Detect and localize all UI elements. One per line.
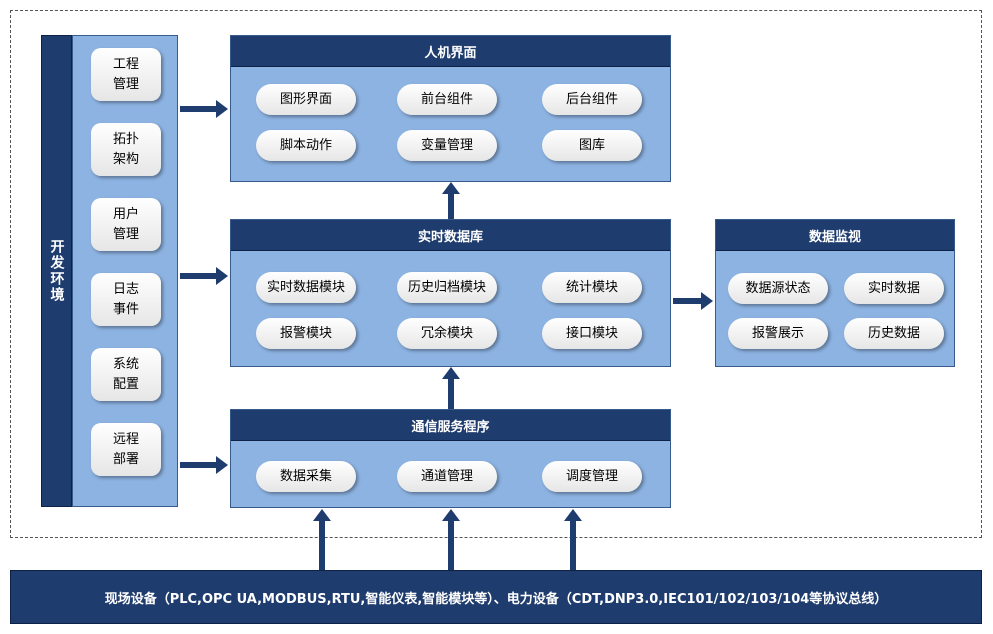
dev-env-title: 开发环境 xyxy=(41,35,72,507)
comm-title: 通信服务程序 xyxy=(231,410,670,441)
monitor-item-history[interactable]: 历史数据 xyxy=(844,318,944,349)
rtdb-item-alarm[interactable]: 报警模块 xyxy=(256,318,356,349)
hmi-panel: 人机界面 图形界面 前台组件 后台组件 脚本动作 变量管理 图库 xyxy=(230,35,671,182)
arrow-dev-to-comm xyxy=(180,456,228,474)
arrow-dev-to-hmi xyxy=(180,100,228,118)
comm-panel: 通信服务程序 数据采集 通道管理 调度管理 xyxy=(230,409,671,508)
comm-item-channel[interactable]: 通道管理 xyxy=(397,461,497,492)
arrow-dev-to-rtdb xyxy=(180,267,228,285)
arrow-comm-to-rtdb xyxy=(442,367,460,409)
dev-item-config[interactable]: 系统 配置 xyxy=(91,348,161,401)
hmi-item-graphics[interactable]: 图形界面 xyxy=(256,84,356,115)
system-boundary xyxy=(10,10,982,538)
arrow-rtdb-to-hmi xyxy=(442,182,460,219)
monitor-title: 数据监视 xyxy=(716,220,954,251)
hmi-title: 人机界面 xyxy=(231,36,670,67)
hmi-item-backend[interactable]: 后台组件 xyxy=(542,84,642,115)
rtdb-item-redundancy[interactable]: 冗余模块 xyxy=(397,318,497,349)
rtdb-item-interface[interactable]: 接口模块 xyxy=(542,318,642,349)
hmi-item-variables[interactable]: 变量管理 xyxy=(397,130,497,161)
dev-item-deploy[interactable]: 远程 部署 xyxy=(91,423,161,476)
monitor-item-realtime[interactable]: 实时数据 xyxy=(844,273,944,304)
hmi-item-library[interactable]: 图库 xyxy=(542,130,642,161)
arrow-field-to-comm-2 xyxy=(442,509,460,570)
rtdb-panel: 实时数据库 实时数据模块 历史归档模块 统计模块 报警模块 冗余模块 接口模块 xyxy=(230,219,671,367)
monitor-panel: 数据监视 数据源状态 实时数据 报警展示 历史数据 xyxy=(715,219,955,367)
monitor-item-source-status[interactable]: 数据源状态 xyxy=(728,273,828,304)
rtdb-item-archive[interactable]: 历史归档模块 xyxy=(397,272,497,303)
dev-item-project[interactable]: 工程 管理 xyxy=(91,48,161,101)
comm-item-scheduling[interactable]: 调度管理 xyxy=(542,461,642,492)
comm-item-acquisition[interactable]: 数据采集 xyxy=(256,461,356,492)
dev-env-panel: 工程 管理 拓扑 架构 用户 管理 日志 事件 系统 配置 远程 部署 xyxy=(72,35,178,507)
dev-item-log[interactable]: 日志 事件 xyxy=(91,273,161,326)
rtdb-item-statistics[interactable]: 统计模块 xyxy=(542,272,642,303)
dev-item-topology[interactable]: 拓扑 架构 xyxy=(91,123,161,176)
rtdb-title: 实时数据库 xyxy=(231,220,670,251)
arrow-rtdb-to-monitor xyxy=(673,292,713,310)
arrow-field-to-comm-3 xyxy=(564,509,582,570)
hmi-item-frontend[interactable]: 前台组件 xyxy=(397,84,497,115)
hmi-item-script[interactable]: 脚本动作 xyxy=(256,130,356,161)
field-devices-bar: 现场设备（PLC,OPC UA,MODBUS,RTU,智能仪表,智能模块等）、电… xyxy=(10,570,982,624)
rtdb-item-realtime[interactable]: 实时数据模块 xyxy=(256,272,356,303)
arrow-field-to-comm-1 xyxy=(313,509,331,570)
dev-item-user[interactable]: 用户 管理 xyxy=(91,198,161,251)
monitor-item-alarm[interactable]: 报警展示 xyxy=(728,318,828,349)
